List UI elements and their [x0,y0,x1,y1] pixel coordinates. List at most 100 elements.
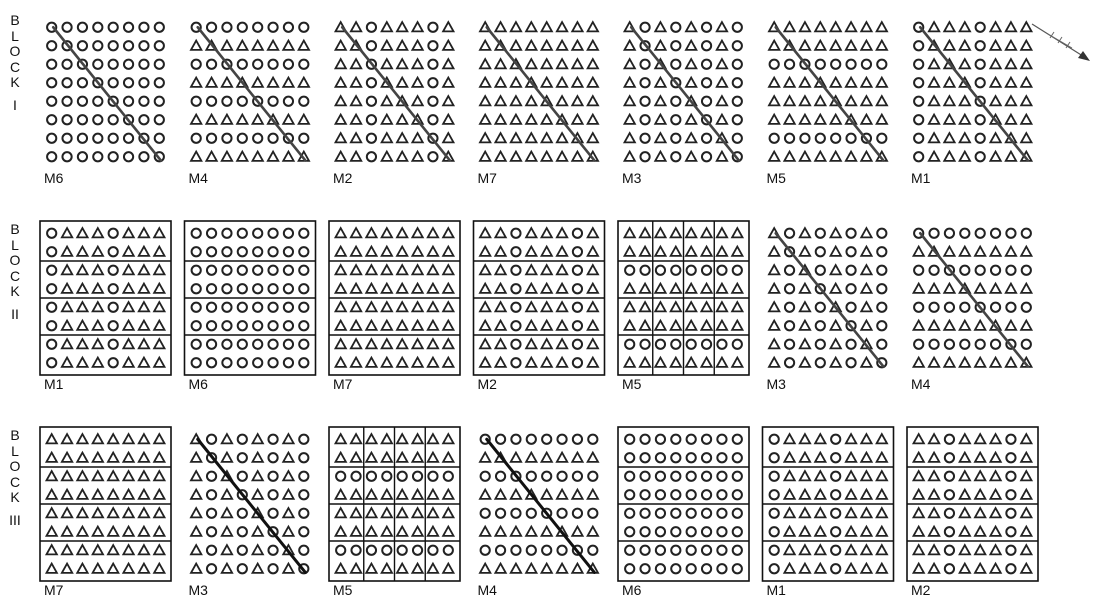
triangle-marker [960,96,970,105]
triangle-marker [846,545,856,554]
triangle-marker [480,152,490,161]
triangle-marker [913,545,923,554]
block-label-1: B L O C K I [8,13,22,113]
triangle-marker [557,302,567,311]
circle-marker [846,358,855,367]
circle-marker [47,229,56,238]
triangle-marker [701,228,711,237]
triangle-marker [46,453,56,462]
triangle-marker [929,508,939,517]
circle-marker [733,435,742,444]
triangle-marker [1021,453,1031,462]
triangle-marker [366,284,376,293]
triangle-marker [686,302,696,311]
triangle-marker [480,339,490,348]
circle-marker [717,527,726,536]
circle-marker [207,60,216,69]
circle-marker [109,266,118,275]
circle-marker [238,564,247,573]
triangle-marker [480,490,490,499]
triangle-marker [366,228,376,237]
triangle-marker [861,490,871,499]
triangle-marker [557,265,567,274]
triangle-marker [944,78,954,87]
triangle-marker [46,564,56,573]
circle-marker [687,266,696,275]
triangle-marker [655,228,665,237]
triangle-marker [382,22,392,31]
triangle-marker [990,471,1000,480]
triangle-marker [541,358,551,367]
triangle-marker [428,302,438,311]
triangle-marker [960,247,970,256]
triangle-marker [815,527,825,536]
block-letter: K [8,284,22,300]
triangle-marker [944,247,954,256]
triangle-marker [397,302,407,311]
circle-marker [542,435,551,444]
circle-marker [367,41,376,50]
circle-marker [557,472,566,481]
plot-m1 [40,221,171,375]
triangle-marker [237,41,247,50]
triangle-marker [624,302,634,311]
circle-marker [573,340,582,349]
triangle-marker [412,302,422,311]
triangle-marker [191,152,201,161]
circle-marker [914,41,923,50]
circle-marker [656,340,665,349]
circle-marker [62,23,71,32]
triangle-marker [990,133,1000,142]
triangle-marker [846,152,856,161]
circle-marker [62,115,71,124]
circle-marker [78,134,87,143]
triangle-marker [412,96,422,105]
triangle-marker [588,265,598,274]
circle-marker [991,229,1000,238]
triangle-marker [830,152,840,161]
triangle-marker [412,434,422,443]
circle-marker [367,152,376,161]
triangle-marker [769,358,779,367]
triangle-marker [717,22,727,31]
circle-marker [914,152,923,161]
triangle-marker [154,490,164,499]
triangle-marker [655,41,665,50]
circle-marker [207,435,216,444]
triangle-marker [335,302,345,311]
triangle-marker [686,133,696,142]
circle-marker [93,60,102,69]
triangle-marker [1021,96,1031,105]
circle-marker [1022,229,1031,238]
circle-marker [945,472,954,481]
triangle-marker [397,265,407,274]
circle-marker [976,41,985,50]
circle-marker [207,23,216,32]
circle-marker [717,509,726,518]
circle-marker [671,23,680,32]
circle-marker [238,247,247,256]
circle-marker [109,229,118,238]
triangle-marker [443,434,453,443]
plot-label: M2 [333,170,352,186]
circle-marker [656,266,665,275]
circle-marker [877,229,886,238]
circle-marker [717,453,726,462]
triangle-marker [77,302,87,311]
circle-marker [284,358,293,367]
triangle-marker [541,527,551,536]
triangle-marker [944,22,954,31]
triangle-marker [990,247,1000,256]
circle-marker [222,134,231,143]
circle-marker [831,435,840,444]
triangle-marker [769,321,779,330]
circle-marker [238,60,247,69]
triangle-marker [526,247,536,256]
circle-marker [717,340,726,349]
circle-marker [428,472,437,481]
circle-marker [192,97,201,106]
triangle-marker [480,96,490,105]
triangle-marker [123,490,133,499]
circle-marker [222,247,231,256]
circle-marker [640,472,649,481]
